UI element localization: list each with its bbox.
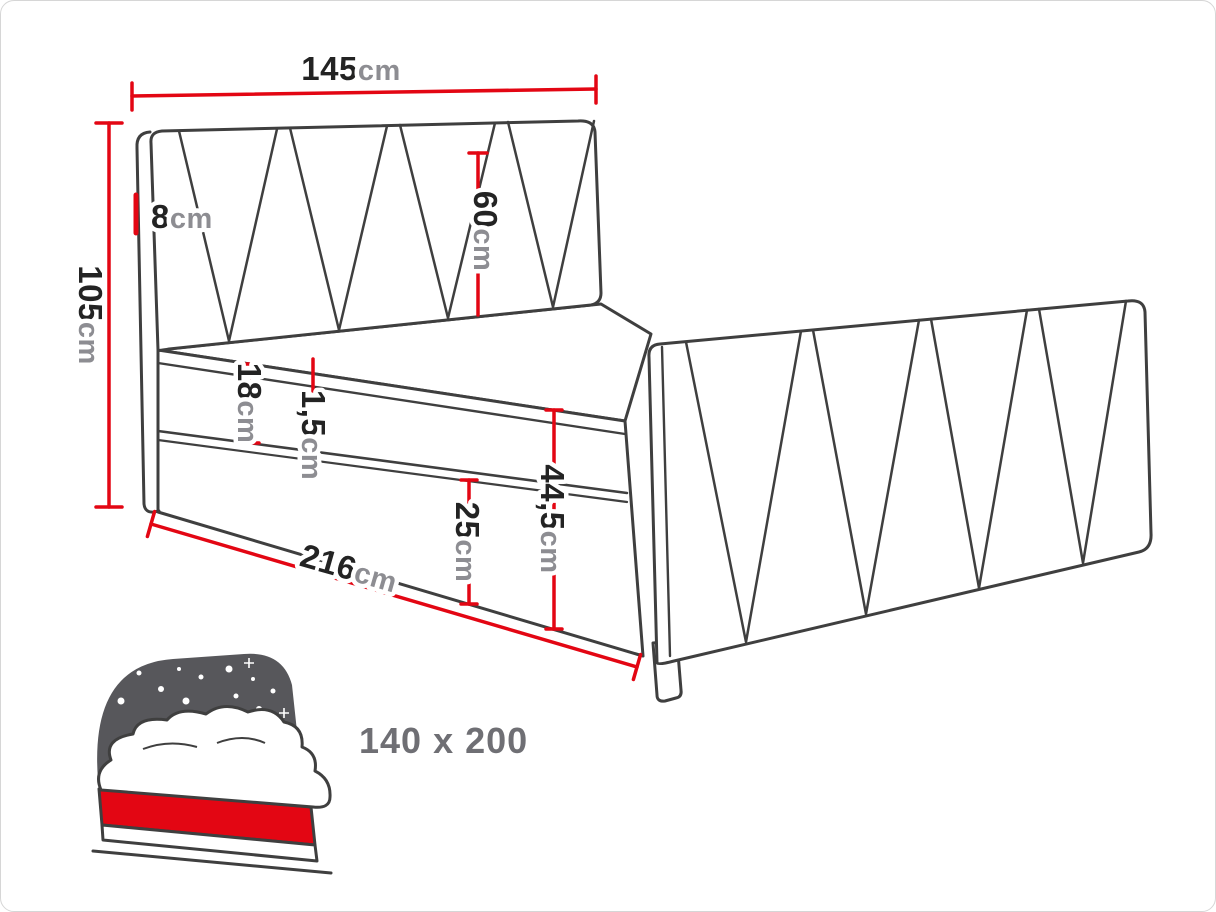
mattress-box-seam (156, 429, 629, 495)
topper-thickness-label: 1,5cm (295, 390, 332, 480)
dim-value: 25 (449, 502, 486, 540)
dim-value: 1,5 (295, 390, 332, 437)
dim-unit: cm (72, 322, 104, 365)
dim-line-mattress-height (241, 362, 261, 445)
star (136, 670, 142, 676)
bed-front-face (156, 348, 645, 658)
icon-pillow-fold (216, 737, 266, 744)
dim-value: 44,5 (534, 464, 571, 530)
star-sparkle (111, 671, 121, 681)
mattress-thickness-label: 18cm (231, 363, 268, 444)
dim-unit: cm (170, 203, 213, 235)
dim-value: 145 (301, 50, 358, 87)
dim-line-headboard-width (130, 74, 598, 112)
dimension-lines (94, 74, 643, 682)
dim-line-bed-length (145, 509, 643, 682)
headboard-zigzag-segment (288, 124, 389, 332)
dim-unit: cm (358, 55, 401, 87)
footboard-zigzag-segment (1037, 299, 1128, 565)
star (117, 697, 125, 705)
star-sparkle (244, 658, 254, 668)
headboard-zigzag-segment (177, 127, 279, 343)
total-height-label: 105cm (72, 265, 109, 364)
star (251, 677, 255, 681)
dim-unit: cm (534, 531, 566, 574)
headboard-zigzag-segment (506, 119, 596, 309)
dim-unit: cm (467, 228, 499, 271)
star (198, 674, 204, 680)
headboard-width-label: 145cm (301, 50, 400, 87)
star (270, 688, 276, 694)
dim-line-headboard-height (467, 151, 489, 317)
star (158, 686, 164, 692)
star (182, 697, 190, 705)
bed-drawing (135, 119, 1153, 703)
footboard-zigzag-pattern (684, 299, 1128, 644)
footboard-panel (647, 299, 1153, 666)
star (233, 693, 239, 699)
icon-base-strip (100, 823, 319, 863)
headboard-side-top-corner (135, 130, 152, 150)
mattress-size-label: 140 x 200 (359, 720, 528, 761)
star (225, 665, 233, 673)
side-height-label: 44,5cm (534, 464, 571, 573)
icon-floor-line (91, 849, 333, 875)
star-sparkle (279, 708, 289, 718)
dim-unit: cm (295, 437, 327, 480)
base-height-label: 25cm (449, 502, 486, 583)
dim-value: 60 (467, 191, 504, 229)
headboard-height-label: 60cm (467, 191, 504, 272)
bed-length-label: 216cm (296, 536, 402, 599)
side-rail-label: 8cm (151, 198, 213, 235)
icon-duvet (97, 705, 332, 809)
footboard-zigzag-segment (929, 308, 1029, 590)
star (177, 667, 181, 671)
dim-line-side-height (544, 408, 564, 631)
footboard-edge-contour (660, 345, 672, 658)
dim-line-total-height (94, 121, 124, 509)
starry-bed-icon (91, 653, 333, 875)
headboard-panel (149, 119, 603, 352)
dim-value: 8 (151, 198, 170, 235)
dim-line-base-height (459, 478, 479, 606)
dim-value: 18 (231, 363, 268, 401)
dim-value: 105 (72, 265, 109, 322)
dimension-labels: 145cm 105cm 8cm 60cm 1,5cm 18cm 25cm 44,… (68, 46, 576, 604)
footboard-zigzag-segment (811, 318, 921, 616)
mattress-topper-seam (156, 361, 627, 436)
box-piping-seam (156, 438, 629, 504)
icon-pillow-fold (142, 742, 198, 750)
footboard-zigzag-segment (684, 329, 803, 644)
dim-unit: cm (231, 400, 263, 443)
dim-unit: cm (449, 539, 481, 582)
